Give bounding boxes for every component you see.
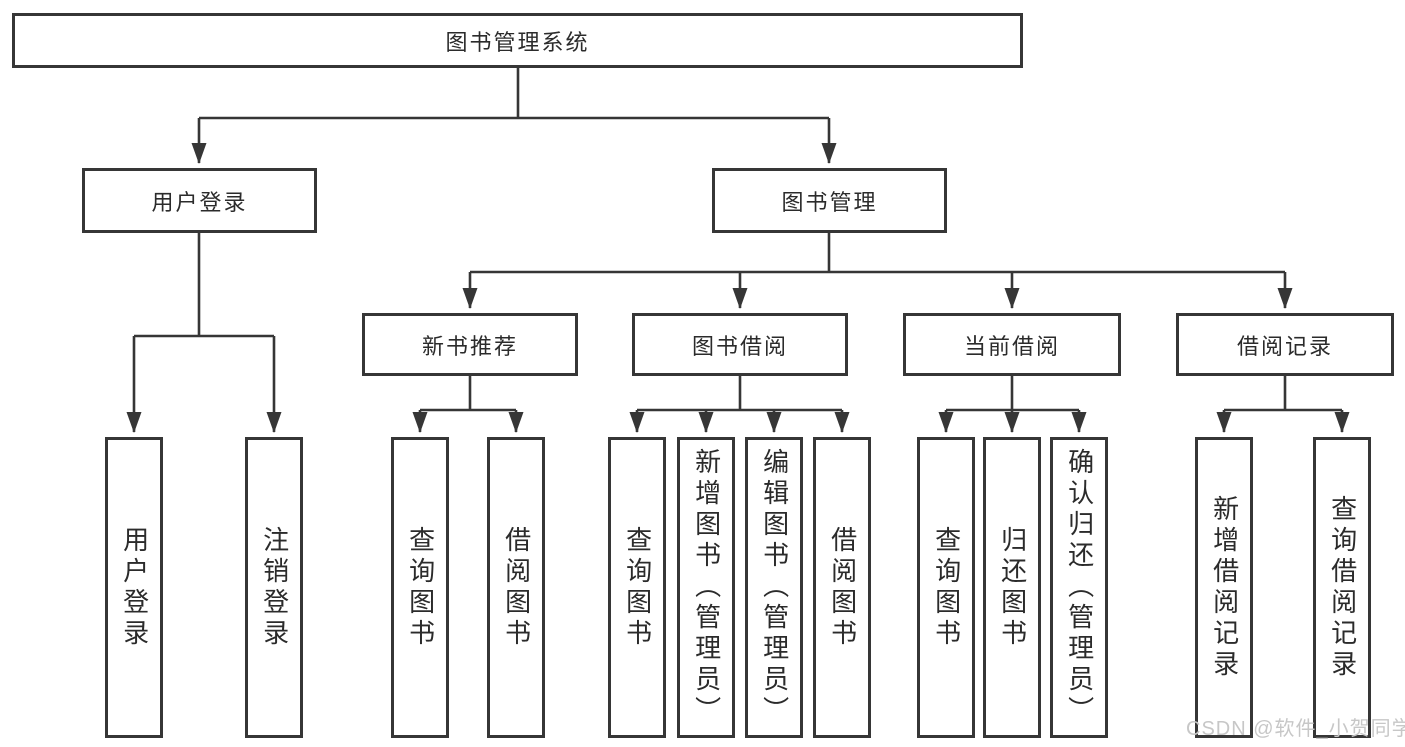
node-label: 用户登录 [151, 189, 248, 215]
node-query-books: 查询图书 [917, 437, 975, 738]
node-label: 图书管理 [781, 189, 878, 215]
node-book-management: 图书管理 [712, 168, 947, 233]
node-user-login-leaf: 用户登录 [105, 437, 163, 738]
node-current-borrowing: 当前借阅 [903, 313, 1121, 376]
node-library-management-system: 图书管理系统 [12, 13, 1023, 68]
node-label: 注销登录 [259, 525, 290, 650]
node-query-borrow-record: 查询借阅记录 [1313, 437, 1371, 738]
node-label: 新书推荐 [421, 333, 518, 359]
node-label: 新增借阅记录 [1209, 494, 1240, 681]
node-label: 归还图书 [997, 525, 1028, 650]
node-label: 图书管理系统 [445, 29, 590, 55]
node-confirm-return-admin: 确认归还（管理员） [1050, 437, 1108, 738]
node-query-books: 查询图书 [391, 437, 449, 738]
node-label: 查询图书 [622, 525, 653, 650]
node-label: 查询图书 [931, 525, 962, 650]
node-add-borrow-record: 新增借阅记录 [1195, 437, 1253, 738]
node-label: 借阅图书 [501, 525, 532, 650]
node-label: 借阅记录 [1236, 333, 1333, 359]
node-label: 确认归还（管理员） [1064, 448, 1095, 727]
node-label: 当前借阅 [963, 333, 1060, 359]
node-return-books: 归还图书 [983, 437, 1041, 738]
node-label: 编辑图书（管理员） [759, 448, 790, 727]
node-new-book-recommend: 新书推荐 [362, 313, 578, 376]
node-logout: 注销登录 [245, 437, 303, 738]
node-add-book-admin: 新增图书（管理员） [677, 437, 735, 738]
node-borrowing-records: 借阅记录 [1176, 313, 1394, 376]
node-label: 查询借阅记录 [1327, 494, 1358, 681]
node-borrow-books: 借阅图书 [813, 437, 871, 738]
node-book-borrowing: 图书借阅 [632, 313, 848, 376]
node-label: 借阅图书 [827, 525, 858, 650]
node-label: 图书借阅 [691, 333, 788, 359]
node-label: 用户登录 [119, 525, 150, 650]
node-query-books: 查询图书 [608, 437, 666, 738]
node-label: 查询图书 [405, 525, 436, 650]
node-user-login: 用户登录 [82, 168, 317, 233]
node-edit-book-admin: 编辑图书（管理员） [745, 437, 803, 738]
node-label: 新增图书（管理员） [691, 448, 722, 727]
csdn-watermark: CSDN @软件_小贺同学 [1186, 718, 1405, 740]
node-borrow-books: 借阅图书 [487, 437, 545, 738]
